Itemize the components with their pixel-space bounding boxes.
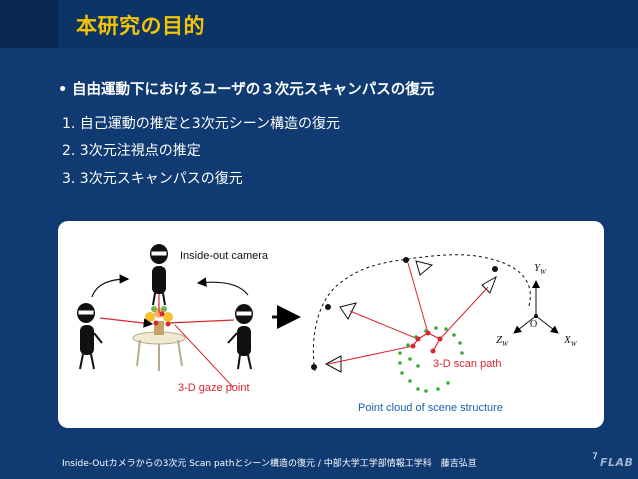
person-top-icon [150, 244, 168, 306]
gaze-point-3 [159, 311, 165, 317]
person-right-icon [227, 304, 253, 370]
flab-logo-icon: FLAB [600, 456, 634, 469]
origin-label: O [530, 319, 537, 330]
inside-out-label: Inside-out camera [180, 250, 269, 262]
camera-icon-1 [324, 355, 342, 373]
list-item-3: 3. 3次元スキャンパスの復元 [62, 171, 243, 187]
point-cloud-label: Point cloud of scene structure [358, 402, 503, 414]
slide-title: 本研究の目的 [76, 14, 205, 38]
motion-arrow-right-icon [196, 277, 249, 296]
axis-z-label: ZW [496, 334, 509, 348]
gaze-line-right [167, 319, 235, 324]
footer-text: Inside-Outカメラからの3次元 Scan pathとシーン構造の復元 /… [62, 459, 477, 469]
scan-path-label: 3-D scan path [433, 358, 501, 370]
gaze-line-left [99, 317, 154, 328]
camera-icon-3 [415, 260, 434, 276]
title-bar [58, 0, 638, 48]
table-icon [132, 331, 186, 371]
gaze-label: 3-D gaze point [178, 382, 250, 394]
list-item-1: 1. 自己運動の推定と3次元シーン構造の復元 [62, 116, 341, 132]
main-bullet-text: 自由運動下におけるユーザの３次元スキャンパスの復元 [72, 82, 435, 98]
page-number: 7 [592, 452, 598, 462]
gaze-pointer-line [174, 324, 234, 388]
main-bullet: •自由運動下におけるユーザの３次元スキャンパスの復元 [58, 78, 434, 99]
gaze-point-1 [153, 320, 159, 326]
gaze-point-2 [165, 321, 171, 327]
motion-arrow-left-icon [91, 274, 130, 298]
diagram-panel: Inside-out camera 3-D gaze point [58, 221, 604, 428]
diagram-svg: Inside-out camera 3-D gaze point [77, 244, 578, 414]
person-left-icon [77, 303, 103, 370]
world-axes [513, 280, 559, 334]
camera-icon-2 [339, 302, 357, 320]
axis-x-label: XW [563, 334, 578, 348]
corner-block [0, 0, 58, 48]
axis-y-label: YW [534, 262, 547, 276]
bullet-dot-icon: • [58, 82, 68, 98]
list-item-2: 2. 3次元注視点の推定 [62, 143, 201, 159]
